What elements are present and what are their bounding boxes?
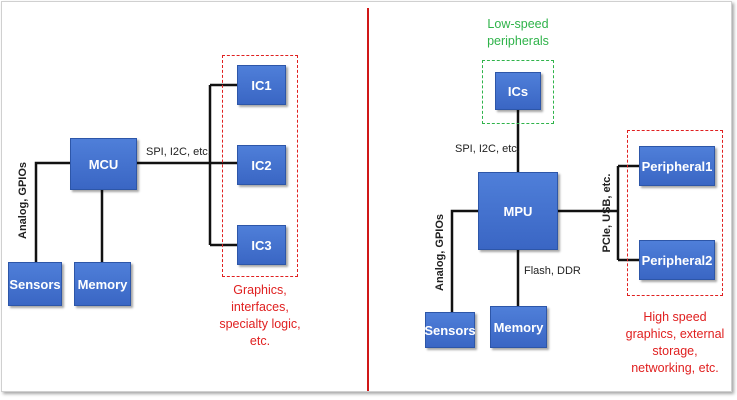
peripheral1-block: Peripheral1 <box>639 146 715 186</box>
center-divider <box>367 8 369 391</box>
ic-group-note-line: Graphics, <box>233 283 287 297</box>
high-speed-note-line: graphics, external <box>625 327 725 341</box>
ic3-block: IC3 <box>237 225 286 265</box>
high-speed-note-line: High speed <box>643 310 707 324</box>
right-analog-label: Analog, GPIOs <box>434 213 446 291</box>
right-bus-label: SPI, I2C, etc. <box>455 143 520 155</box>
mcu-label: MCU <box>88 156 119 172</box>
low-speed-note: Low-speed peripherals <box>468 16 568 50</box>
right-memory-label: Memory <box>493 319 544 335</box>
right-sensors-block: Sensors <box>424 312 476 348</box>
mcu-block: MCU <box>70 138 137 190</box>
diagram-frame <box>1 1 732 392</box>
ic-group-note-line: etc. <box>249 334 271 348</box>
left-memory-block: Memory <box>74 262 131 306</box>
ic-group-note-line: specialty logic, <box>219 317 301 331</box>
ic2-label: IC2 <box>251 157 272 173</box>
left-sensors-label: Sensors <box>9 276 61 292</box>
mpu-block: MPU <box>478 172 558 250</box>
left-memory-label: Memory <box>77 276 128 292</box>
ics-block: ICs <box>495 72 541 110</box>
left-analog-label: Analog, GPIOs <box>17 161 29 239</box>
high-speed-note-line: networking, etc. <box>631 361 719 375</box>
low-speed-dashed-box <box>482 60 554 124</box>
high-speed-dashed-box <box>627 130 723 296</box>
right-memory-block: Memory <box>490 306 547 348</box>
ic-group-note: Graphics, interfaces, specialty logic, e… <box>205 282 315 350</box>
ic1-block: IC1 <box>237 65 286 105</box>
ic1-label: IC1 <box>251 77 272 93</box>
right-sensors-label: Sensors <box>424 322 476 338</box>
pcie-usb-label: PCIe, USB, etc. <box>601 173 613 253</box>
left-sensors-mcu-wire <box>34 161 70 262</box>
ics-label: ICs <box>507 83 529 99</box>
ic2-block: IC2 <box>237 145 286 185</box>
high-speed-note: High speed graphics, external storage, n… <box>612 309 737 377</box>
right-sensors-mpu-wire <box>450 209 478 312</box>
low-speed-note-line: Low-speed <box>487 17 549 31</box>
ic-group-dashed-box <box>222 55 298 277</box>
ic-group-note-line: interfaces, <box>231 300 289 314</box>
mpu-label: MPU <box>503 203 533 219</box>
flash-ddr-label: Flash, DDR <box>524 265 581 277</box>
left-bus-label: SPI, I2C, etc. <box>146 146 211 158</box>
peripheral2-label: Peripheral2 <box>641 252 713 268</box>
low-speed-note-line: peripherals <box>487 34 549 48</box>
peripheral2-block: Peripheral2 <box>639 240 715 280</box>
left-sensors-block: Sensors <box>8 262 62 306</box>
ic3-label: IC3 <box>251 237 272 253</box>
high-speed-note-line: storage, <box>652 344 698 358</box>
peripheral1-label: Peripheral1 <box>641 158 713 174</box>
